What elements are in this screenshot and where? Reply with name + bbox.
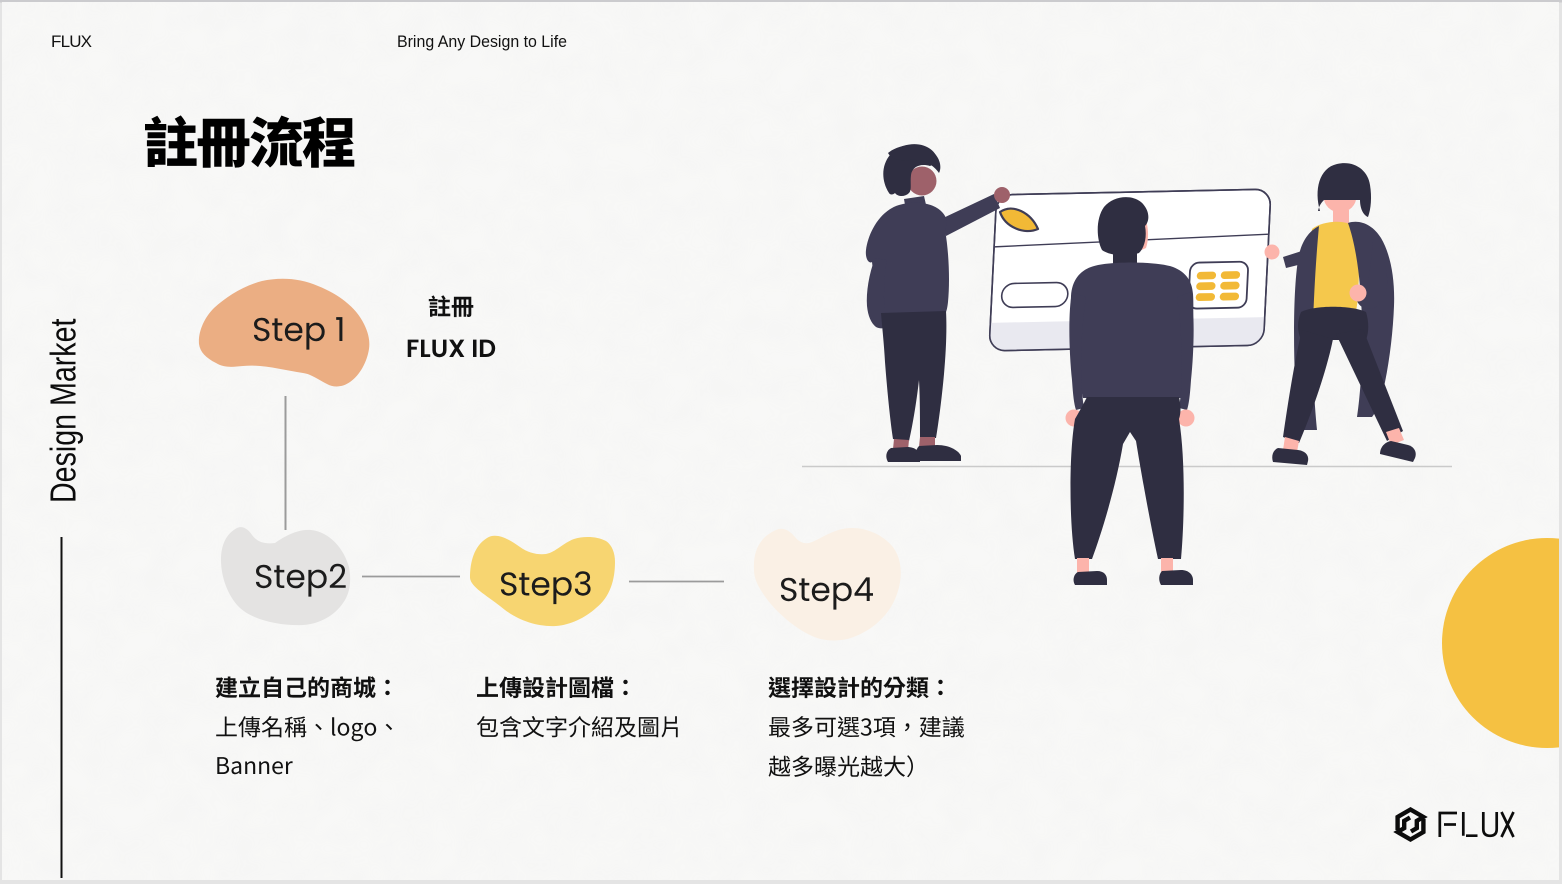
- svg-text:Design Market: Design Market: [43, 319, 83, 503]
- svg-text:Bring Any Design to Life: Bring Any Design to Life: [397, 33, 567, 51]
- svg-text:FLUX: FLUX: [51, 32, 92, 51]
